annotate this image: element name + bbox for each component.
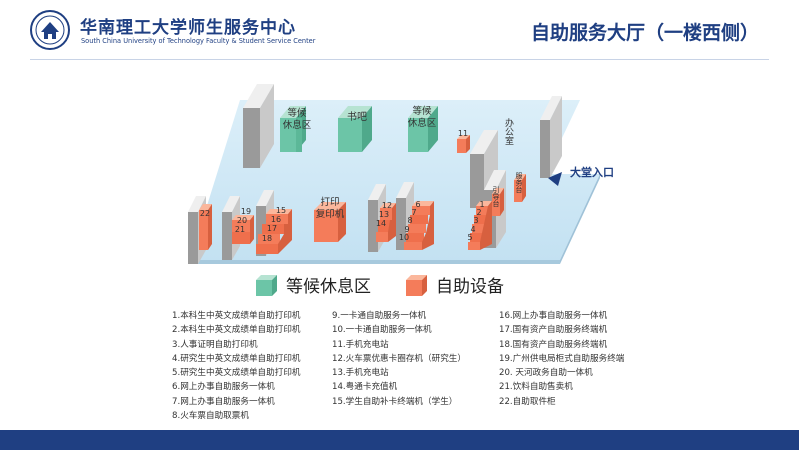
list-item: 6.网上办事自助服务一体机 [172,382,275,393]
list-item: 4.研究生中英文成绩单自助打印机 [172,353,301,364]
floor-plan: 办公室 等候休息区 书吧 等候休息区 11 22 [188,84,614,264]
machine-list-col3: 16.网上办事自助服务一体机 17.国有资产自助服务终端机 18.国有资产自助服… [499,309,624,409]
list-item: 20. 天河政务自助一体机 [499,368,593,379]
machine-list-col1: 1.本科生中英文成绩单自助打印机 2.本科生中英文成绩单自助打印机 3.人事证明… [172,309,301,423]
group-1-5-label-3: 3 [473,216,478,225]
group-19-21-label-20: 20 [237,216,247,225]
list-item: 19.广州供电局柜式自助服务终端 [499,353,625,364]
group-1-5-label-1: 1 [479,200,484,209]
group-6-10-label-9: 9 [404,225,409,234]
rest-area-1-label: 等候休息区 [283,107,312,131]
legend-self-swatch [406,275,427,296]
group-12-14-label-13: 13 [379,210,389,219]
machine-22 [199,204,212,250]
machine-group-6-10 [404,201,434,250]
list-item: 3.人事证明自助打印机 [172,339,258,350]
list-item: 15.学生自助补卡终端机（学生） [332,396,458,407]
print-copy-label: 打印复印机 [316,196,345,220]
list-item: 11.手机充电站 [332,339,389,350]
legend-self-label: 自助设备 [436,277,504,297]
legend-rest-label: 等候休息区 [286,277,371,297]
legend-self: 自助设备 [406,272,546,302]
print-copy-machine [314,202,346,242]
list-item: 17.国有资产自助服务终端机 [499,325,608,336]
group-6-10-label-8: 8 [407,216,412,225]
footer-bar [0,430,799,450]
university-logo-icon [30,10,70,50]
group-1-5-label-5: 5 [467,233,472,242]
machine-group-1-5 [468,201,492,250]
machine-11 [457,135,470,153]
list-item: 16.网上办事自助服务一体机 [499,311,608,321]
entrance-arrow-icon [548,172,562,186]
page-title: 自助服务大厅（一楼西侧） [530,22,759,44]
bookbar [338,106,372,152]
list-item: 2.本科生中英文成绩单自助打印机 [172,325,301,336]
entrance-label: 大堂入口 [570,165,614,179]
group-6-10-label-6: 6 [415,200,420,209]
group-6-10-label-7: 7 [411,208,416,217]
rest-area-1 [280,106,306,152]
group-1-5-label-4: 4 [470,225,475,234]
group-19-21-label-19: 19 [241,207,251,216]
list-item: 18.国有资产自助服务终端机 [499,339,608,350]
list-item: 7.网上办事自助服务一体机 [172,396,275,407]
side-kiosk-b [514,174,526,202]
floor-entrance-edge [560,174,600,264]
machine-22-label: 22 [200,209,210,218]
list-item: 1.本科生中英文成绩单自助打印机 [172,311,301,321]
list-item: 13.手机充电站 [332,368,389,379]
list-item: 21.饮料自助售卖机 [499,382,573,393]
rest-area-2-label: 等候休息区 [408,105,437,129]
machine-group-12-14 [376,203,396,242]
floor-front-edge [190,260,560,264]
group-15-18-label-18: 18 [262,234,272,243]
side-kiosk-b-label: 服务台 [515,172,523,194]
org-name-en: South China University of Technology Fac… [81,37,316,45]
machine-11-label: 11 [458,129,468,138]
list-item: 8.火车票自助取票机 [172,411,249,422]
machine-group-19-21 [232,215,254,244]
list-item: 9.一卡通自助服务一体机 [332,311,427,321]
group-1-5-label-2: 2 [476,208,481,217]
office-label: 办公室 [503,117,514,145]
group-19-21-label-21: 21 [235,225,245,234]
group-15-18-label-17: 17 [267,224,277,233]
list-item: 22.自助取件柜 [499,396,556,407]
group-6-10-label-10: 10 [399,233,409,242]
list-item: 14.粤通卡充值机 [332,382,398,393]
legend-rest-swatch [256,275,277,296]
group-12-14-label-12: 12 [382,201,392,210]
header: 华南理工大学师生服务中心 South China University of T… [0,0,799,60]
machine-group-15-18 [256,209,292,254]
list-item: 10.一卡通自助服务一体机 [332,325,432,336]
header-divider [30,59,769,60]
machine-list-col2: 9.一卡通自助服务一体机 10.一卡通自助服务一体机 11.手机充电站 12.火… [332,309,466,409]
rest-area-2 [408,106,438,152]
list-item: 12.火车票优惠卡圈存机（研究生） [332,353,466,364]
bookbar-label: 书吧 [347,111,367,123]
back-wall-left [243,84,274,168]
group-15-18-label-16: 16 [271,215,281,224]
list-item: 5.研究生中英文成绩单自助打印机 [172,368,301,379]
side-kiosk-a [492,188,504,216]
group-12-14-label-14: 14 [376,219,386,228]
office-wall [540,96,562,178]
org-name-cn: 华南理工大学师生服务中心 [80,18,296,38]
group-15-18-label-15: 15 [276,206,286,215]
legend-rest: 等候休息区 [256,272,416,302]
side-kiosk-a-label: 引导台 [492,185,500,208]
